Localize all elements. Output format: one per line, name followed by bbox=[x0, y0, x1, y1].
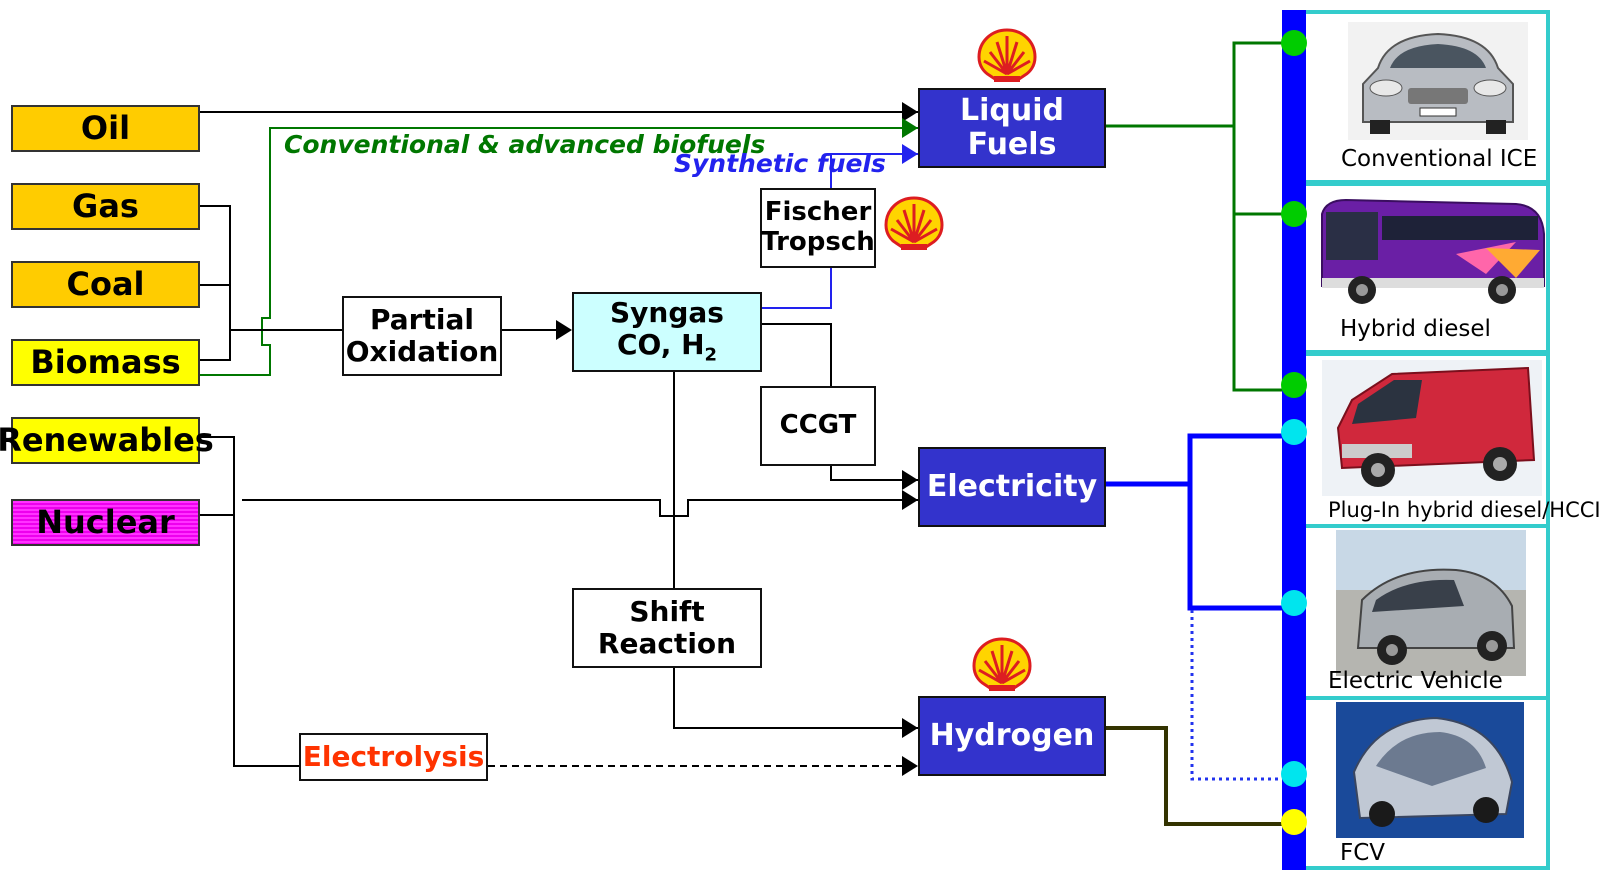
car-icon bbox=[1348, 22, 1528, 140]
vehicle-panel-plugin-hybrid: Plug-In hybrid diesel/HCCI bbox=[1282, 352, 1601, 528]
vehicle-panel-conventional-ice: Conventional ICE bbox=[1282, 10, 1550, 184]
ccgt-label: CCGT bbox=[779, 410, 857, 441]
vehicle-caption: Electric Vehicle bbox=[1328, 668, 1503, 694]
hydrogen-distribution-line bbox=[1106, 726, 1294, 826]
process-electrolysis: Electrolysis bbox=[299, 733, 488, 781]
synthetic-line bbox=[830, 153, 918, 188]
hydrogen-connector-dot bbox=[1281, 809, 1307, 835]
source-gas: Gas bbox=[11, 183, 200, 230]
hydrogen-label: Hydrogen bbox=[929, 717, 1095, 753]
output-electricity: Electricity bbox=[918, 447, 1106, 527]
process-syngas: Syngas CO, H2 bbox=[572, 292, 762, 372]
renewables-collector bbox=[200, 436, 300, 767]
shell-logo-icon bbox=[884, 196, 944, 250]
syngas-subscript: 2 bbox=[704, 345, 718, 367]
electric-distribution-line bbox=[1106, 433, 1294, 611]
liquid-fuels-label: Liquid Fuels bbox=[960, 92, 1064, 162]
source-renewables: Renewables bbox=[0, 417, 214, 464]
source-oil: Oil bbox=[11, 105, 200, 152]
vehicle-panel-fcv: FCV bbox=[1282, 696, 1550, 870]
syngas-formula: CO, H bbox=[616, 328, 705, 362]
bus-icon bbox=[1321, 198, 1545, 304]
synthetic-fuels-annotation: Synthetic fuels bbox=[674, 149, 886, 178]
source-nuclear-label: Nuclear bbox=[36, 503, 175, 542]
shift-reaction-label: Shift Reaction bbox=[597, 594, 737, 660]
source-coal-label: Coal bbox=[66, 265, 145, 304]
vehicle-panel-electric: Electric Vehicle bbox=[1282, 524, 1550, 700]
output-hydrogen: Hydrogen bbox=[918, 696, 1106, 776]
liquid-fuel-connector-dot bbox=[1281, 201, 1307, 227]
vehicle-caption: Hybrid diesel bbox=[1340, 316, 1491, 342]
vehicle-caption: FCV bbox=[1340, 840, 1386, 866]
process-fischer-tropsch: Fischer Tropsch bbox=[760, 188, 876, 268]
source-nuclear: Nuclear bbox=[11, 499, 200, 546]
source-biomass-label: Biomass bbox=[30, 343, 181, 382]
biofuels-annotation: Conventional & advanced biofuels bbox=[284, 130, 766, 159]
electric-connector-dot bbox=[1281, 419, 1307, 445]
source-coal: Coal bbox=[11, 261, 200, 308]
electric-connector-dot bbox=[1281, 590, 1307, 616]
source-gas-label: Gas bbox=[72, 187, 139, 226]
vehicle-caption: Conventional ICE bbox=[1341, 146, 1538, 172]
shell-logo-icon bbox=[977, 28, 1037, 82]
source-biomass: Biomass bbox=[11, 339, 200, 386]
process-ccgt: CCGT bbox=[760, 386, 876, 466]
biofuel-line bbox=[200, 127, 918, 376]
output-liquid-fuels: Liquid Fuels bbox=[918, 88, 1106, 168]
process-partial-oxidation: Partial Oxidation bbox=[342, 296, 502, 376]
source-oil-label: Oil bbox=[80, 109, 131, 148]
shell-logo-icon bbox=[972, 637, 1032, 691]
van-icon bbox=[1322, 360, 1542, 496]
partial-oxidation-label: Partial Oxidation bbox=[345, 302, 499, 368]
nuclear-to-electricity-line bbox=[242, 499, 918, 517]
liquid-distribution-line bbox=[1106, 41, 1294, 392]
electric-connector-dot bbox=[1281, 761, 1307, 787]
electrolysis-label: Electrolysis bbox=[302, 739, 485, 773]
liquid-fuel-connector-dot bbox=[1281, 372, 1307, 398]
electric-car-icon bbox=[1336, 530, 1526, 676]
syngas-label-line1: Syngas bbox=[610, 296, 724, 330]
fischer-tropsch-label: Fischer Tropsch bbox=[761, 197, 875, 257]
syngas-to-ft-line bbox=[762, 266, 832, 309]
vehicle-panel-hybrid-diesel: Hybrid diesel bbox=[1282, 182, 1550, 354]
syngas-label-line2: CO, H2 bbox=[617, 329, 717, 366]
process-shift-reaction: Shift Reaction bbox=[572, 588, 762, 668]
gas-collector bbox=[200, 205, 344, 361]
electricity-label: Electricity bbox=[926, 468, 1098, 504]
liquid-fuel-connector-dot bbox=[1281, 30, 1307, 56]
source-renewables-label: Renewables bbox=[0, 421, 214, 460]
fcv-icon bbox=[1336, 702, 1524, 838]
vehicle-caption: Plug-In hybrid diesel/HCCI bbox=[1328, 498, 1601, 522]
